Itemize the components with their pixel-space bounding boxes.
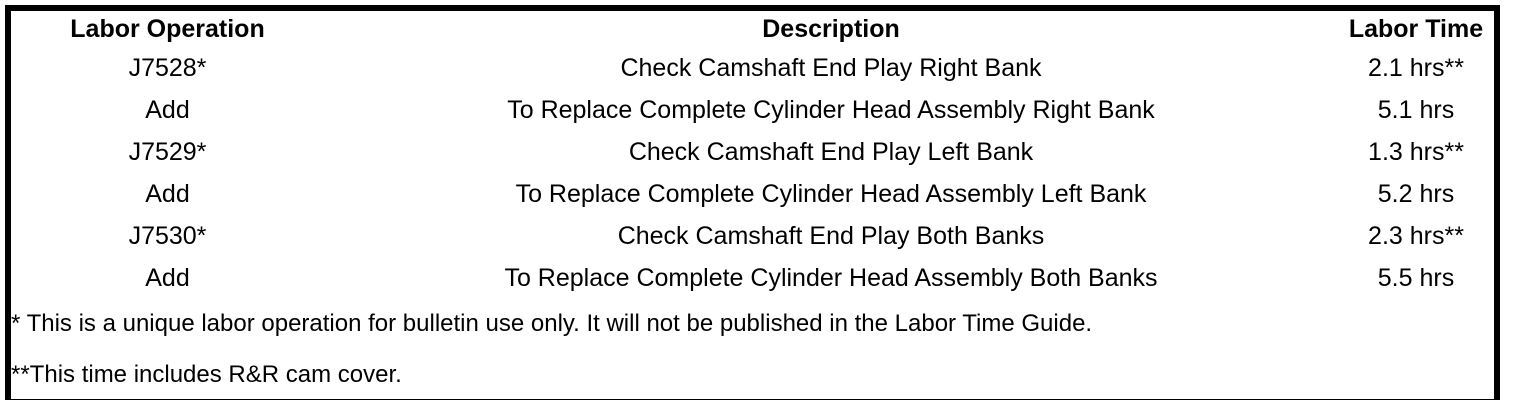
column-header-labor-operation: Labor Operation	[11, 11, 324, 47]
table-row: Add To Replace Complete Cylinder Head As…	[11, 89, 1494, 131]
labor-operation-table-frame: Labor Operation Description Labor Time J…	[5, 5, 1500, 400]
column-header-description: Description	[324, 11, 1338, 47]
table-footnote-row: * This is a unique labor operation for b…	[11, 299, 1494, 399]
table-header-row: Labor Operation Description Labor Time	[11, 11, 1494, 47]
footnote-double-asterisk: **This time includes R&R cam cover.	[11, 361, 402, 388]
footnotes-cell: * This is a unique labor operation for b…	[11, 299, 1338, 399]
cell-labor-time: 2.3 hrs**	[1338, 215, 1494, 257]
labor-operation-table: Labor Operation Description Labor Time J…	[11, 11, 1494, 399]
cell-labor-operation: Add	[11, 173, 324, 215]
table-row: J7530* Check Camshaft End Play Both Bank…	[11, 215, 1494, 257]
table-row: Add To Replace Complete Cylinder Head As…	[11, 173, 1494, 215]
cell-description: To Replace Complete Cylinder Head Assemb…	[324, 257, 1338, 299]
footnote-spacer	[11, 336, 1338, 362]
table-header: Labor Operation Description Labor Time	[11, 11, 1494, 47]
cell-labor-time: 5.2 hrs	[1338, 173, 1494, 215]
cell-labor-operation: J7529*	[11, 131, 324, 173]
cell-labor-time: 2.1 hrs**	[1338, 47, 1494, 89]
column-header-labor-time: Labor Time	[1338, 11, 1494, 47]
footnote-labor-time-empty-cell	[1338, 299, 1494, 399]
table-row: Add To Replace Complete Cylinder Head As…	[11, 257, 1494, 299]
cell-description: To Replace Complete Cylinder Head Assemb…	[324, 89, 1338, 131]
cell-description: Check Camshaft End Play Right Bank	[324, 47, 1338, 89]
cell-labor-operation: Add	[11, 257, 324, 299]
table-row: J7528* Check Camshaft End Play Right Ban…	[11, 47, 1494, 89]
cell-labor-operation: J7528*	[11, 47, 324, 89]
table-body: J7528* Check Camshaft End Play Right Ban…	[11, 47, 1494, 399]
cell-labor-time: 1.3 hrs**	[1338, 131, 1494, 173]
cell-description: Check Camshaft End Play Left Bank	[324, 131, 1338, 173]
footnote-single-asterisk: * This is a unique labor operation for b…	[11, 309, 1093, 337]
table-row: J7529* Check Camshaft End Play Left Bank…	[11, 131, 1494, 173]
cell-description: To Replace Complete Cylinder Head Assemb…	[324, 173, 1338, 215]
cell-labor-operation: J7530*	[11, 215, 324, 257]
cell-labor-time: 5.1 hrs	[1338, 89, 1494, 131]
cell-labor-operation: Add	[11, 89, 324, 131]
cell-description: Check Camshaft End Play Both Banks	[324, 215, 1338, 257]
cell-labor-time: 5.5 hrs	[1338, 257, 1494, 299]
